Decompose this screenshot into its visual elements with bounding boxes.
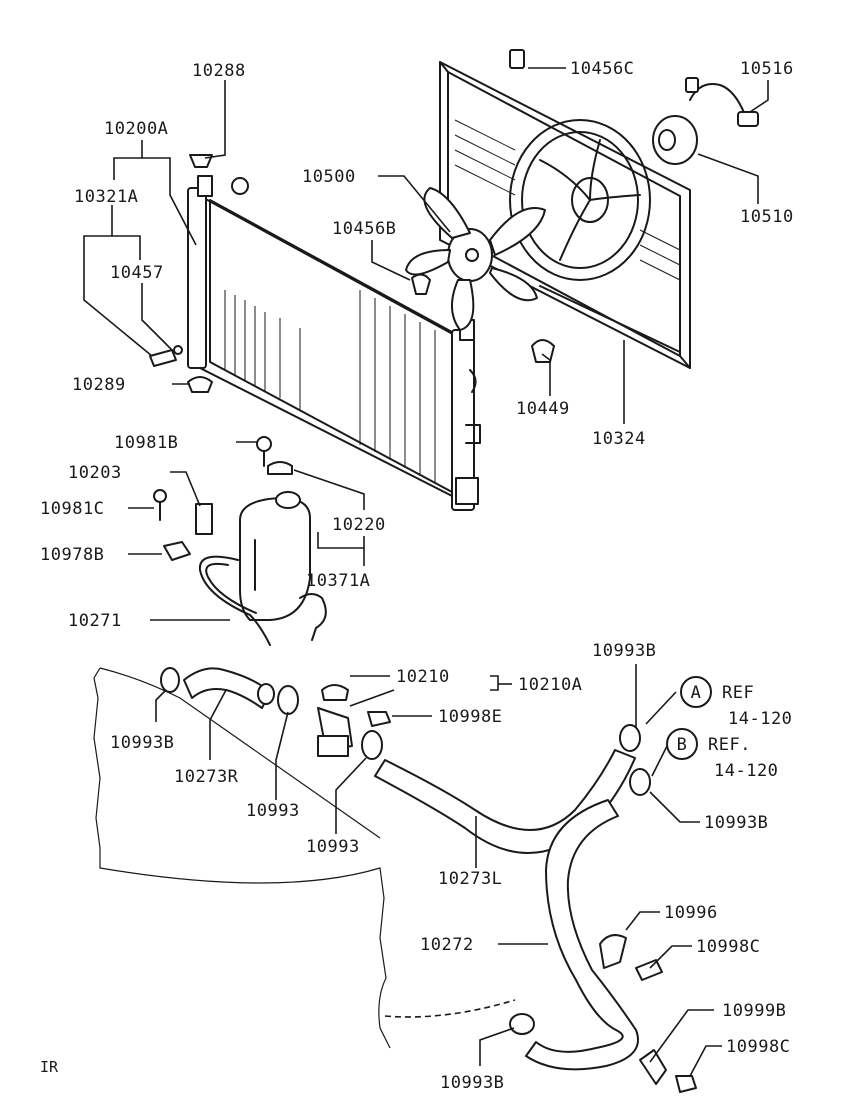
callout-10500: 10500 bbox=[302, 167, 356, 187]
reservoir bbox=[153, 436, 327, 646]
callout-10993-b: 10993 bbox=[306, 837, 360, 857]
callout-10516: 10516 bbox=[740, 59, 794, 79]
callout-10993b-right-top: 10993B bbox=[592, 641, 656, 661]
fan-shroud bbox=[439, 61, 691, 369]
callout-10456c: 10456C bbox=[570, 59, 634, 79]
callout-10998e: 10998E bbox=[438, 707, 502, 727]
radiator bbox=[187, 175, 481, 511]
reference-b: B REF. 14-120 bbox=[666, 728, 778, 781]
callout-10993b-bottom: 10993B bbox=[440, 1073, 504, 1093]
callout-10210a: 10210A bbox=[518, 675, 582, 695]
reference-a-text: REF bbox=[722, 683, 754, 703]
callout-10510: 10510 bbox=[740, 207, 794, 227]
radiator-core-hatching bbox=[224, 290, 436, 484]
callout-labels: 10288 10200A 10321A 10457 10289 10500 10… bbox=[40, 59, 794, 1093]
reference-b-letter: B bbox=[677, 735, 688, 755]
callout-10998c-lower: 10998C bbox=[726, 1037, 790, 1057]
callout-10273l: 10273L bbox=[438, 869, 502, 889]
reference-a-letter: A bbox=[691, 683, 702, 703]
callout-10272: 10272 bbox=[420, 935, 474, 955]
callout-10993-a: 10993 bbox=[246, 801, 300, 821]
callout-10449: 10449 bbox=[516, 399, 570, 419]
callout-10220: 10220 bbox=[332, 515, 386, 535]
callout-10457: 10457 bbox=[110, 263, 164, 283]
fan-motor bbox=[652, 77, 759, 165]
hose-clamps bbox=[160, 667, 697, 1093]
callout-10210: 10210 bbox=[396, 667, 450, 687]
hoses bbox=[183, 667, 639, 1071]
callout-10324: 10324 bbox=[592, 429, 646, 449]
reference-b-text: REF. bbox=[708, 735, 751, 755]
callout-10996: 10996 bbox=[664, 903, 718, 923]
callout-10203: 10203 bbox=[68, 463, 122, 483]
callout-10998c-upper: 10998C bbox=[696, 937, 760, 957]
reference-b-page: 14-120 bbox=[714, 761, 778, 781]
engine-outline bbox=[93, 667, 516, 1049]
callout-10200a: 10200A bbox=[104, 119, 168, 139]
reference-a-page: 14-120 bbox=[728, 709, 792, 729]
fan-blade bbox=[405, 187, 546, 331]
leader-lines bbox=[83, 67, 769, 1077]
callout-10993b-right: 10993B bbox=[704, 813, 768, 833]
callout-10981c: 10981C bbox=[40, 499, 104, 519]
fasteners-top bbox=[149, 49, 555, 393]
callout-10271: 10271 bbox=[68, 611, 122, 631]
reference-a: A REF 14-120 bbox=[680, 676, 792, 729]
callout-10288: 10288 bbox=[192, 61, 246, 81]
corner-mark: IR bbox=[40, 1058, 59, 1076]
callout-10273r: 10273R bbox=[174, 767, 239, 787]
callout-10978b: 10978B bbox=[40, 545, 104, 565]
shroud-louvres bbox=[454, 119, 681, 281]
callout-10456b: 10456B bbox=[332, 219, 396, 239]
callout-10993b-left: 10993B bbox=[110, 733, 174, 753]
callout-10321a: 10321A bbox=[74, 187, 138, 207]
callout-10289: 10289 bbox=[72, 375, 126, 395]
callout-10981b: 10981B bbox=[114, 433, 178, 453]
callout-10999b: 10999B bbox=[722, 1001, 786, 1021]
callout-10371a: 10371A bbox=[306, 571, 370, 591]
